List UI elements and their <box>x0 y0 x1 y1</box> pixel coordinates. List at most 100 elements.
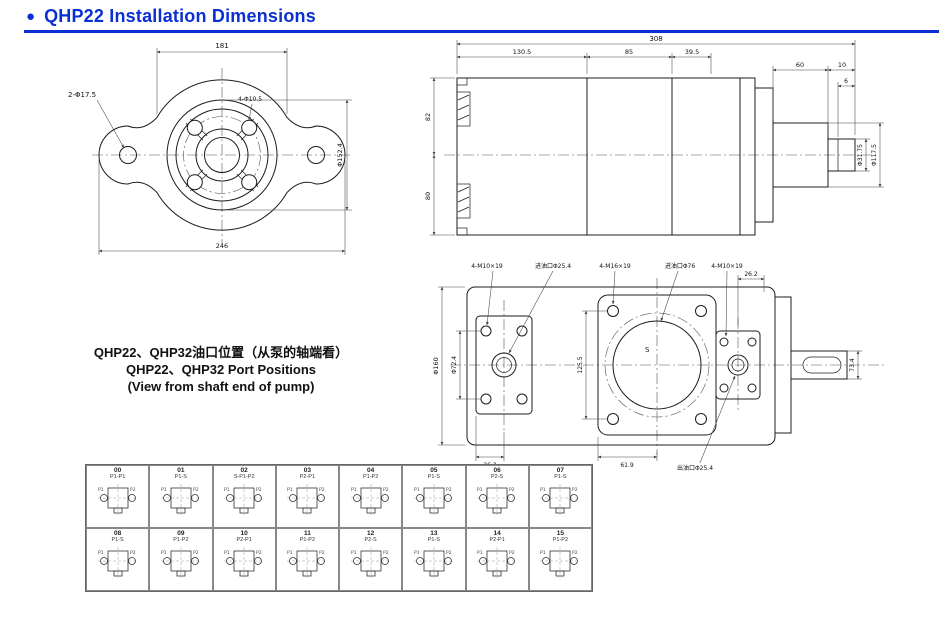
svg-text:P2: P2 <box>383 487 389 493</box>
key-slot <box>802 356 842 374</box>
port-boss-lower <box>456 183 471 219</box>
page-title: QHP22 Installation Dimensions <box>44 6 316 26</box>
svg-text:P1: P1 <box>224 487 230 493</box>
variant-label: P2-S <box>364 537 377 544</box>
variant-code: 11 <box>303 530 311 537</box>
variant-code: 01 <box>177 467 185 474</box>
bolts-left-label: 4-M10×19 <box>471 263 503 270</box>
svg-text:P2: P2 <box>572 487 578 493</box>
dim-seg3: 39.5 <box>685 48 699 56</box>
variant-code: 10 <box>240 530 248 537</box>
svg-text:P1: P1 <box>224 550 230 556</box>
shaft-bore-outer <box>195 128 249 182</box>
bolt-hole <box>607 305 619 317</box>
bolt-hole <box>747 337 757 347</box>
svg-text:P2: P2 <box>383 550 389 556</box>
pilot-circle-outer <box>166 99 278 211</box>
variant-code: 14 <box>493 530 501 537</box>
variant-code: 06 <box>493 467 501 474</box>
variant-label: P2-P1 <box>236 537 252 544</box>
bolt-hole <box>695 305 707 317</box>
flange-outline <box>98 79 346 231</box>
mounting-hole-right <box>307 146 325 164</box>
variant-port-symbol: P1 P2 <box>160 546 201 578</box>
outlet-port-right <box>727 354 749 376</box>
variant-label: P1-P2 <box>299 537 316 544</box>
outlet-label: 出油口Φ25.4 <box>677 464 713 472</box>
bolt-holes-label: 4-Φ10.5 <box>238 96 262 103</box>
variant-code: 15 <box>556 530 564 537</box>
variant-label: P1-S <box>174 474 187 481</box>
svg-text:P1: P1 <box>98 550 104 556</box>
svg-text:P2: P2 <box>509 487 515 493</box>
dim-right-offset: 26.2 <box>744 271 758 278</box>
svg-text:P2: P2 <box>446 487 452 493</box>
variant-code: 09 <box>177 530 185 537</box>
variant-label: P1-S <box>427 474 440 481</box>
variant-label: P2-P1 <box>489 537 505 544</box>
inlet-port-mid <box>612 320 702 410</box>
front-view: 181 2-Φ17.5 4-Φ10.5 Φ152.4 246 <box>68 42 352 255</box>
inlet-port-left <box>491 352 517 378</box>
bolt-hole <box>607 413 619 425</box>
bolt-hole <box>719 337 729 347</box>
dim-shaft-dia: Φ31.75 <box>857 144 864 166</box>
port-block-left <box>475 315 533 415</box>
variant-port-symbol: P1 P2 <box>224 483 265 515</box>
bolt-circle <box>183 116 261 194</box>
dim-body-dia: Φ160 <box>432 357 440 375</box>
svg-text:P1: P1 <box>287 487 293 493</box>
port-position-caption: QHP22、QHP32油口位置（从泵的轴端看） QHP22、QHP32 Port… <box>62 344 380 395</box>
variant-port-symbol: P1 P2 <box>350 483 391 515</box>
variant-code: 12 <box>367 530 375 537</box>
shaft-end <box>790 350 848 380</box>
svg-text:P2: P2 <box>193 550 199 556</box>
header-rule <box>24 30 939 33</box>
bolt-hole <box>186 119 203 136</box>
dim-pilot-label: Φ152.4 <box>336 143 344 167</box>
bolts-right-label: 4-M10×19 <box>711 263 743 270</box>
svg-text:P2: P2 <box>130 487 136 493</box>
dim-key: 6 <box>844 78 848 85</box>
svg-text:P2: P2 <box>256 487 262 493</box>
caption-line-cn: QHP22、QHP32油口位置（从泵的轴端看） <box>93 345 349 360</box>
variant-code: 04 <box>367 467 375 474</box>
dim-port-span: Φ72.4 <box>451 356 458 374</box>
dim-ext-len: 60 <box>796 61 804 69</box>
bolt-hole <box>186 174 203 191</box>
dim-seg1: 130.5 <box>513 48 532 56</box>
dim-upper: 82 <box>424 113 432 121</box>
bolt-hole <box>719 383 729 393</box>
variant-label: P1-S <box>427 537 440 544</box>
dim-seg2: 85 <box>625 48 633 56</box>
svg-text:P1: P1 <box>287 550 293 556</box>
side-view: 308 130.5 85 39.5 60 10 6 82 80 Φ31.75 Φ… <box>424 35 884 236</box>
svg-text:P1: P1 <box>161 550 167 556</box>
variant-label: S-P1-P2 <box>233 474 255 481</box>
port-boss-upper <box>456 91 471 127</box>
variant-code: 13 <box>430 530 438 537</box>
inlet-left-label: 进油口Φ25.4 <box>535 262 571 270</box>
port-view: S 4-M10×19 进油口Φ25.4 4-M16×19 进油口Φ76 4-M1… <box>432 262 885 472</box>
svg-text:P1: P1 <box>351 487 357 493</box>
variant-label: P1-S <box>554 474 567 481</box>
bolts-mid-label: 4-M16×19 <box>599 263 631 270</box>
